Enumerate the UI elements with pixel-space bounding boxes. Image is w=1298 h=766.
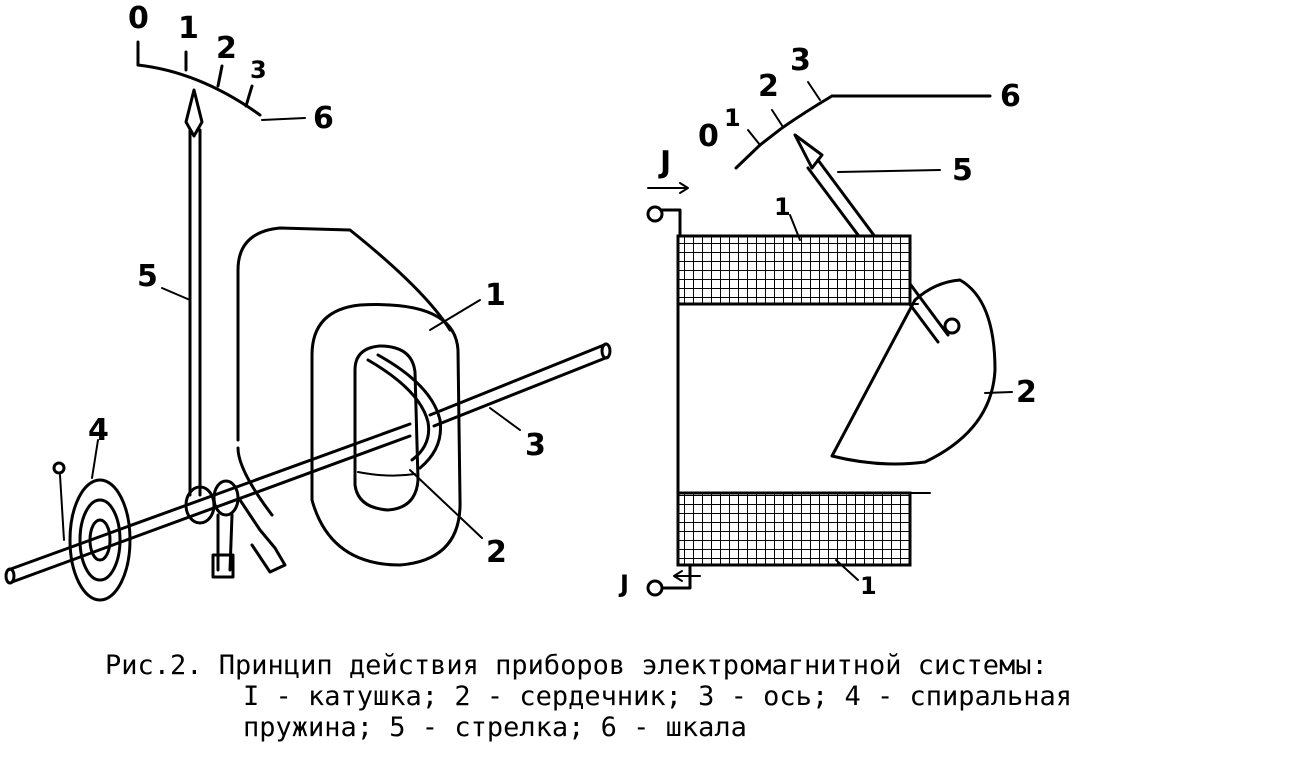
left-pointer: 5 — [137, 88, 204, 497]
left-coil: 1 — [236, 226, 506, 567]
right-scale-tick-1: 1 — [724, 104, 741, 132]
right-scale-label: 6 — [1000, 79, 1021, 114]
left-axis: 3 — [4, 342, 612, 585]
left-scale-tick-1: 1 — [178, 11, 199, 46]
caption-line-1: Рис.2. Принцип действия приборов электро… — [105, 650, 1048, 681]
right-coil: 1 1 — [676, 193, 931, 600]
right-coil-bottom-label: 1 — [860, 572, 877, 600]
right-scale-tick-3: 3 — [790, 43, 811, 78]
right-pointer-label: 5 — [952, 153, 973, 188]
left-hub — [184, 479, 287, 579]
right-scale: 0 1 2 3 6 — [698, 43, 1021, 170]
right-scale-tick-2: 2 — [758, 69, 779, 104]
right-diagram: 0 1 2 3 6 5 J — [618, 43, 1037, 600]
left-core-label: 2 — [486, 535, 507, 570]
right-current-out-label: J — [618, 570, 629, 598]
right-core-label: 2 — [1016, 375, 1037, 410]
right-current-out: J — [618, 563, 701, 598]
left-pointer-label: 5 — [137, 259, 158, 294]
left-spring-label: 4 — [88, 413, 109, 448]
caption-line-3: пружина; 5 - стрелка; 6 - шкала — [243, 712, 747, 743]
left-scale-tick-2: 2 — [216, 31, 237, 66]
figure-caption: Рис.2. Принцип действия приборов электро… — [105, 650, 1290, 743]
left-spring: 4 — [52, 413, 132, 602]
left-core: 2 — [366, 353, 507, 570]
left-scale-label: 6 — [313, 101, 334, 136]
left-diagram: 0 1 2 3 6 5 1 2 — [4, 1, 612, 602]
left-coil-label: 1 — [485, 278, 506, 313]
right-current-in: J — [646, 145, 689, 240]
caption-line-2: I - катушка; 2 - сердечник; 3 - ось; 4 -… — [243, 681, 1073, 712]
left-scale-tick-0: 0 — [128, 1, 149, 36]
right-scale-tick-0: 0 — [698, 119, 719, 154]
left-scale-tick-3: 3 — [250, 56, 267, 84]
right-core: 2 — [830, 278, 1037, 466]
right-current-in-label: J — [658, 145, 671, 180]
left-axis-label: 3 — [525, 428, 546, 463]
right-coil-top-label: 1 — [774, 193, 791, 221]
